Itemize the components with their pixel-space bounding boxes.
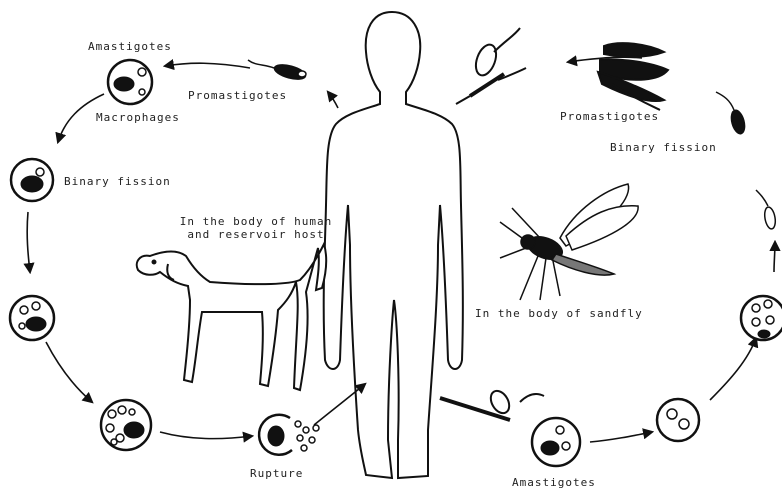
human-silhouette	[324, 12, 463, 478]
sandfly-bite-bottom	[440, 388, 544, 420]
stage-transformation	[741, 296, 782, 340]
sandfly-illustration	[500, 184, 638, 300]
stage-packed-macrophage	[101, 400, 151, 450]
label-binary-fission-right: Binary fission	[610, 141, 717, 154]
stage-rupture	[259, 415, 319, 455]
stage-promastigotes-left	[248, 60, 307, 82]
label-amastigotes-top: Amastigotes	[88, 40, 172, 53]
label-promastigotes-left: Promastigotes	[188, 89, 287, 102]
label-host-line2: and reservoir host	[176, 228, 336, 241]
stage-macrophage-amastigotes	[108, 60, 152, 104]
dog-illustration	[137, 244, 326, 390]
label-promastigotes-right: Promastigotes	[560, 110, 659, 123]
label-macrophages: Macrophages	[96, 111, 180, 124]
stage-binary-fission-left	[11, 159, 53, 201]
stage-binary-fission-promastigotes	[716, 92, 777, 230]
label-sandfly: In the body of sandfly	[475, 307, 643, 320]
label-amastigotes-bottom: Amastigotes	[512, 476, 596, 489]
label-host: In the body of human and reservoir host	[176, 215, 336, 241]
label-rupture: Rupture	[250, 467, 303, 480]
sandfly-bite-top	[456, 28, 526, 104]
label-binary-fission-left: Binary fission	[64, 175, 171, 188]
label-host-line1: In the body of human	[176, 215, 336, 228]
stage-amastigotes-ingested	[532, 418, 580, 466]
stage-amastigote-midgut	[657, 399, 699, 441]
stage-multiplication	[10, 296, 54, 340]
stage-promastigote-cluster	[598, 43, 668, 110]
